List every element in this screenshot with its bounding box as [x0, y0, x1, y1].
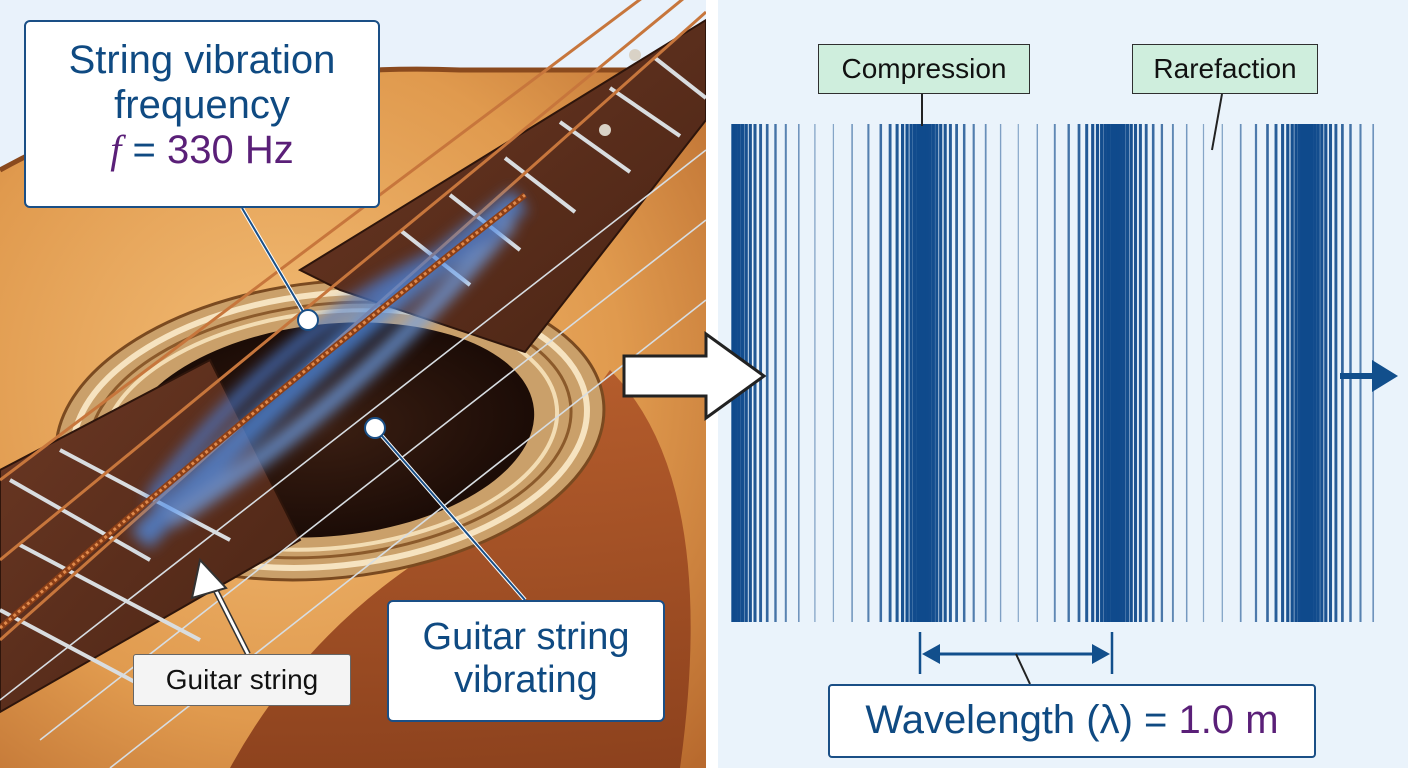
outline-arrow-right-icon — [622, 331, 767, 421]
string-pointer-arrow-icon — [190, 557, 251, 656]
wavelength-equals: = — [1132, 698, 1179, 742]
frequency-equals: = — [121, 127, 167, 172]
wavelength-name: Wavelength (λ) — [865, 698, 1133, 742]
double-arrow-icon — [918, 632, 1114, 685]
wavelength-value: 1.0 m — [1178, 698, 1279, 742]
frequency-label-line1: String vibration — [68, 38, 336, 82]
vibrating-label-line1: Guitar string — [422, 616, 630, 658]
wavelength-label: Wavelength (λ) = 1.0 m — [828, 684, 1316, 758]
rarefaction-label: Rarefaction — [1132, 44, 1318, 94]
sound-wave-lines — [731, 124, 1375, 622]
frequency-equation: f = 330 Hz — [26, 126, 378, 173]
frequency-pointer-dot — [297, 309, 319, 331]
arrow-right-icon — [1340, 360, 1398, 392]
vibration-pointer-dot — [364, 417, 386, 439]
frequency-label-line2: frequency — [114, 82, 290, 127]
guitar-string-label: Guitar string — [133, 654, 351, 706]
compression-label: Compression — [818, 44, 1030, 94]
frequency-value: 330 Hz — [166, 127, 294, 172]
vibrating-label-line2: vibrating — [454, 658, 598, 701]
vibrating-label: Guitar string vibrating — [387, 600, 665, 722]
frequency-variable: f — [110, 126, 122, 172]
frequency-label: String vibration frequency f = 330 Hz — [24, 20, 380, 208]
